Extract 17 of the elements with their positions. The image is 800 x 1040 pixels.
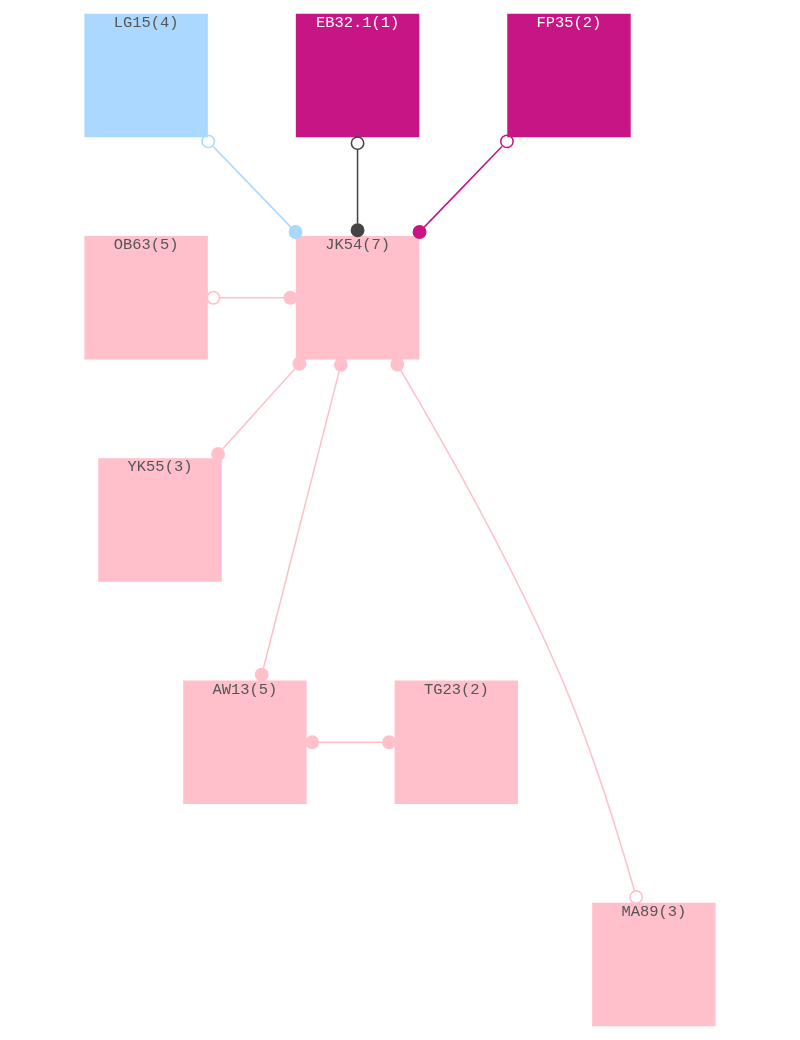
connector [211, 356, 307, 461]
node-box: TG23(2) [394, 680, 519, 804]
node-box: LG15(4) [84, 13, 208, 138]
node-box: JK54(7) [295, 236, 420, 360]
connector [254, 357, 348, 682]
connector [201, 134, 303, 239]
connector [350, 136, 365, 238]
node-box: YK55(3) [98, 458, 222, 582]
connector [390, 357, 644, 904]
connector [305, 735, 397, 750]
connector [412, 134, 514, 239]
node-box: FP35(2) [507, 13, 631, 138]
node-box: OB63(5) [84, 236, 208, 360]
node-box: AW13(5) [183, 680, 307, 804]
node-box: MA89(3) [592, 902, 716, 1027]
connector [206, 290, 298, 305]
node-box: EB32.1(1) [295, 13, 420, 138]
